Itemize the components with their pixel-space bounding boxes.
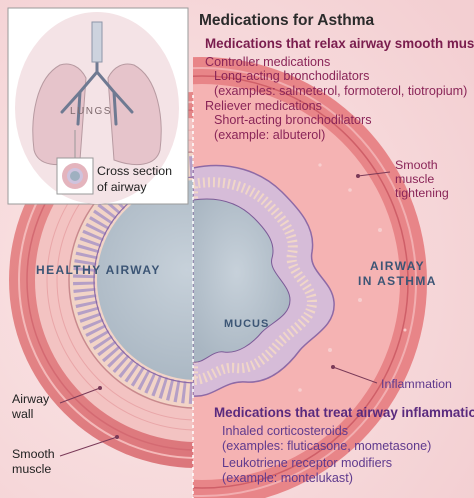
asthma-airway-label-1: AIRWAY — [370, 259, 426, 273]
controller-detail: Long-acting bronchodilators — [214, 69, 370, 83]
smooth-muscle-label-1: Smooth — [12, 447, 55, 461]
healthy-airway-label: HEALTHY AIRWAY — [36, 263, 161, 277]
page-title: Medications for Asthma — [199, 12, 375, 29]
lungs-inset — [7, 7, 189, 205]
smooth-tightening-label-2: muscle — [395, 172, 435, 186]
smooth-tightening-label-3: tightening — [395, 186, 449, 200]
mucus-label: MUCUS — [224, 318, 270, 330]
asthma-lumen — [193, 198, 291, 363]
airway-wall-label-2: wall — [12, 407, 34, 421]
inflammation-item-1: Inhaled corticosteroids — [222, 424, 349, 438]
smooth-muscle-label-2: muscle — [12, 462, 52, 476]
inflammation-meds-heading: Medications that treat airway inflammati… — [214, 405, 474, 420]
inflammation-item-1-examples: (examples: fluticasone, mometasone) — [222, 439, 432, 453]
reliever-examples: (example: albuterol) — [214, 128, 326, 142]
inflammation-label: Inflammation — [381, 377, 452, 391]
relax-heading: Medications that relax airway smooth mus… — [205, 36, 474, 51]
asthma-airway-label-2: IN ASTHMA — [358, 274, 437, 288]
lungs-label: LUNGS — [70, 106, 112, 117]
cross-section-label-2: of airway — [97, 180, 147, 194]
cross-section-label-1: Cross section — [97, 164, 173, 178]
smooth-tightening-label-1: Smooth — [395, 158, 438, 172]
healthy-lumen — [97, 180, 193, 380]
controller-examples: (examples: salmeterol, formoterol, tiotr… — [214, 84, 468, 98]
asthma-airway-section — [193, 57, 427, 498]
reliever-label: Reliever medications — [205, 99, 322, 113]
inflammation-item-2-examples: (example: montelukast) — [222, 471, 353, 485]
airway-wall-label-1: Airway — [12, 392, 50, 406]
inflammation-item-2: Leukotriene receptor modifiers — [222, 456, 393, 470]
controller-label: Controller medications — [205, 55, 331, 69]
reliever-detail: Short-acting bronchodilators — [214, 113, 372, 127]
